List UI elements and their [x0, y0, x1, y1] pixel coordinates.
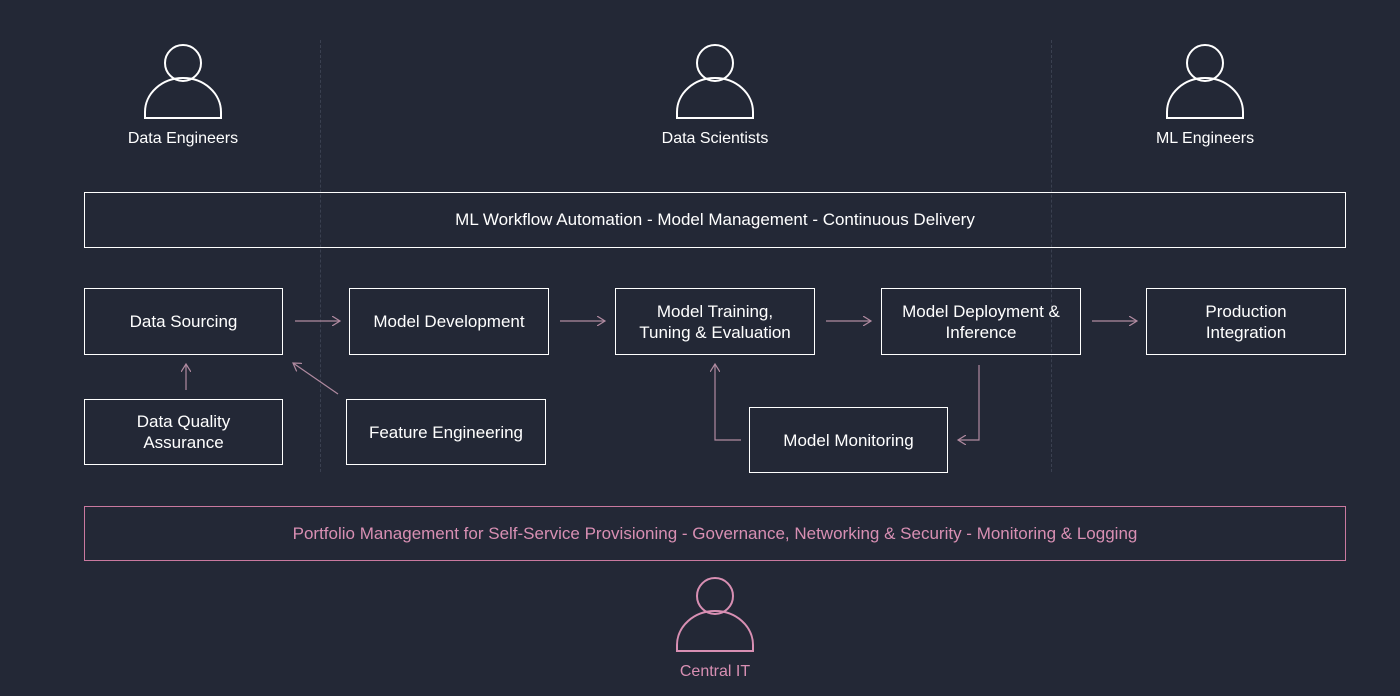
step-label: Model Training, Tuning & Evaluation: [639, 301, 791, 342]
step-label: Production Integration: [1205, 301, 1287, 342]
user-icon: [676, 44, 754, 119]
banner-text: Portfolio Management for Self-Service Pr…: [292, 523, 1138, 543]
step-data-sourcing: Data Sourcing: [84, 288, 283, 355]
portfolio-management-banner: Portfolio Management for Self-Service Pr…: [84, 506, 1346, 561]
column-divider-right: [1051, 40, 1052, 472]
step-label: Model Deployment & Inference: [902, 301, 1060, 342]
persona-data-scientists: Data Scientists: [615, 42, 815, 148]
step-model-monitoring: Model Monitoring: [749, 407, 948, 473]
column-divider-left: [320, 40, 321, 472]
banner-text: ML Workflow Automation - Model Managemen…: [455, 210, 975, 229]
arrow-feature-to-sourcing: [293, 363, 339, 395]
arrow-monitoring-to-training: [715, 364, 741, 441]
persona-data-engineers: Data Engineers: [83, 42, 283, 148]
step-label: Feature Engineering: [368, 422, 524, 442]
step-data-quality: Data Quality Assurance: [84, 399, 283, 465]
persona-label: Central IT: [679, 663, 751, 680]
step-label: Data Quality Assurance: [136, 412, 231, 452]
persona-central-it: Central IT: [615, 575, 815, 681]
step-production-integration: Production Integration: [1146, 288, 1346, 355]
user-icon: [676, 577, 754, 652]
arrow-deployment-to-monitoring: [958, 365, 980, 440]
persona-label: ML Engineers: [1155, 130, 1255, 147]
step-label: Model Monitoring: [783, 430, 914, 450]
step-label: Model Development: [373, 312, 525, 331]
persona-label: Data Scientists: [661, 130, 769, 147]
ml-workflow-banner: ML Workflow Automation - Model Managemen…: [84, 192, 1346, 248]
step-feature-engineering: Feature Engineering: [346, 399, 546, 465]
user-icon: [1166, 44, 1244, 119]
persona-ml-engineers: ML Engineers: [1105, 42, 1305, 148]
step-model-training: Model Training, Tuning & Evaluation: [615, 288, 815, 355]
step-model-development: Model Development: [349, 288, 549, 355]
persona-label: Data Engineers: [127, 130, 239, 147]
step-label: Data Sourcing: [129, 312, 238, 331]
user-icon: [144, 44, 222, 119]
step-model-deployment: Model Deployment & Inference: [881, 288, 1081, 355]
